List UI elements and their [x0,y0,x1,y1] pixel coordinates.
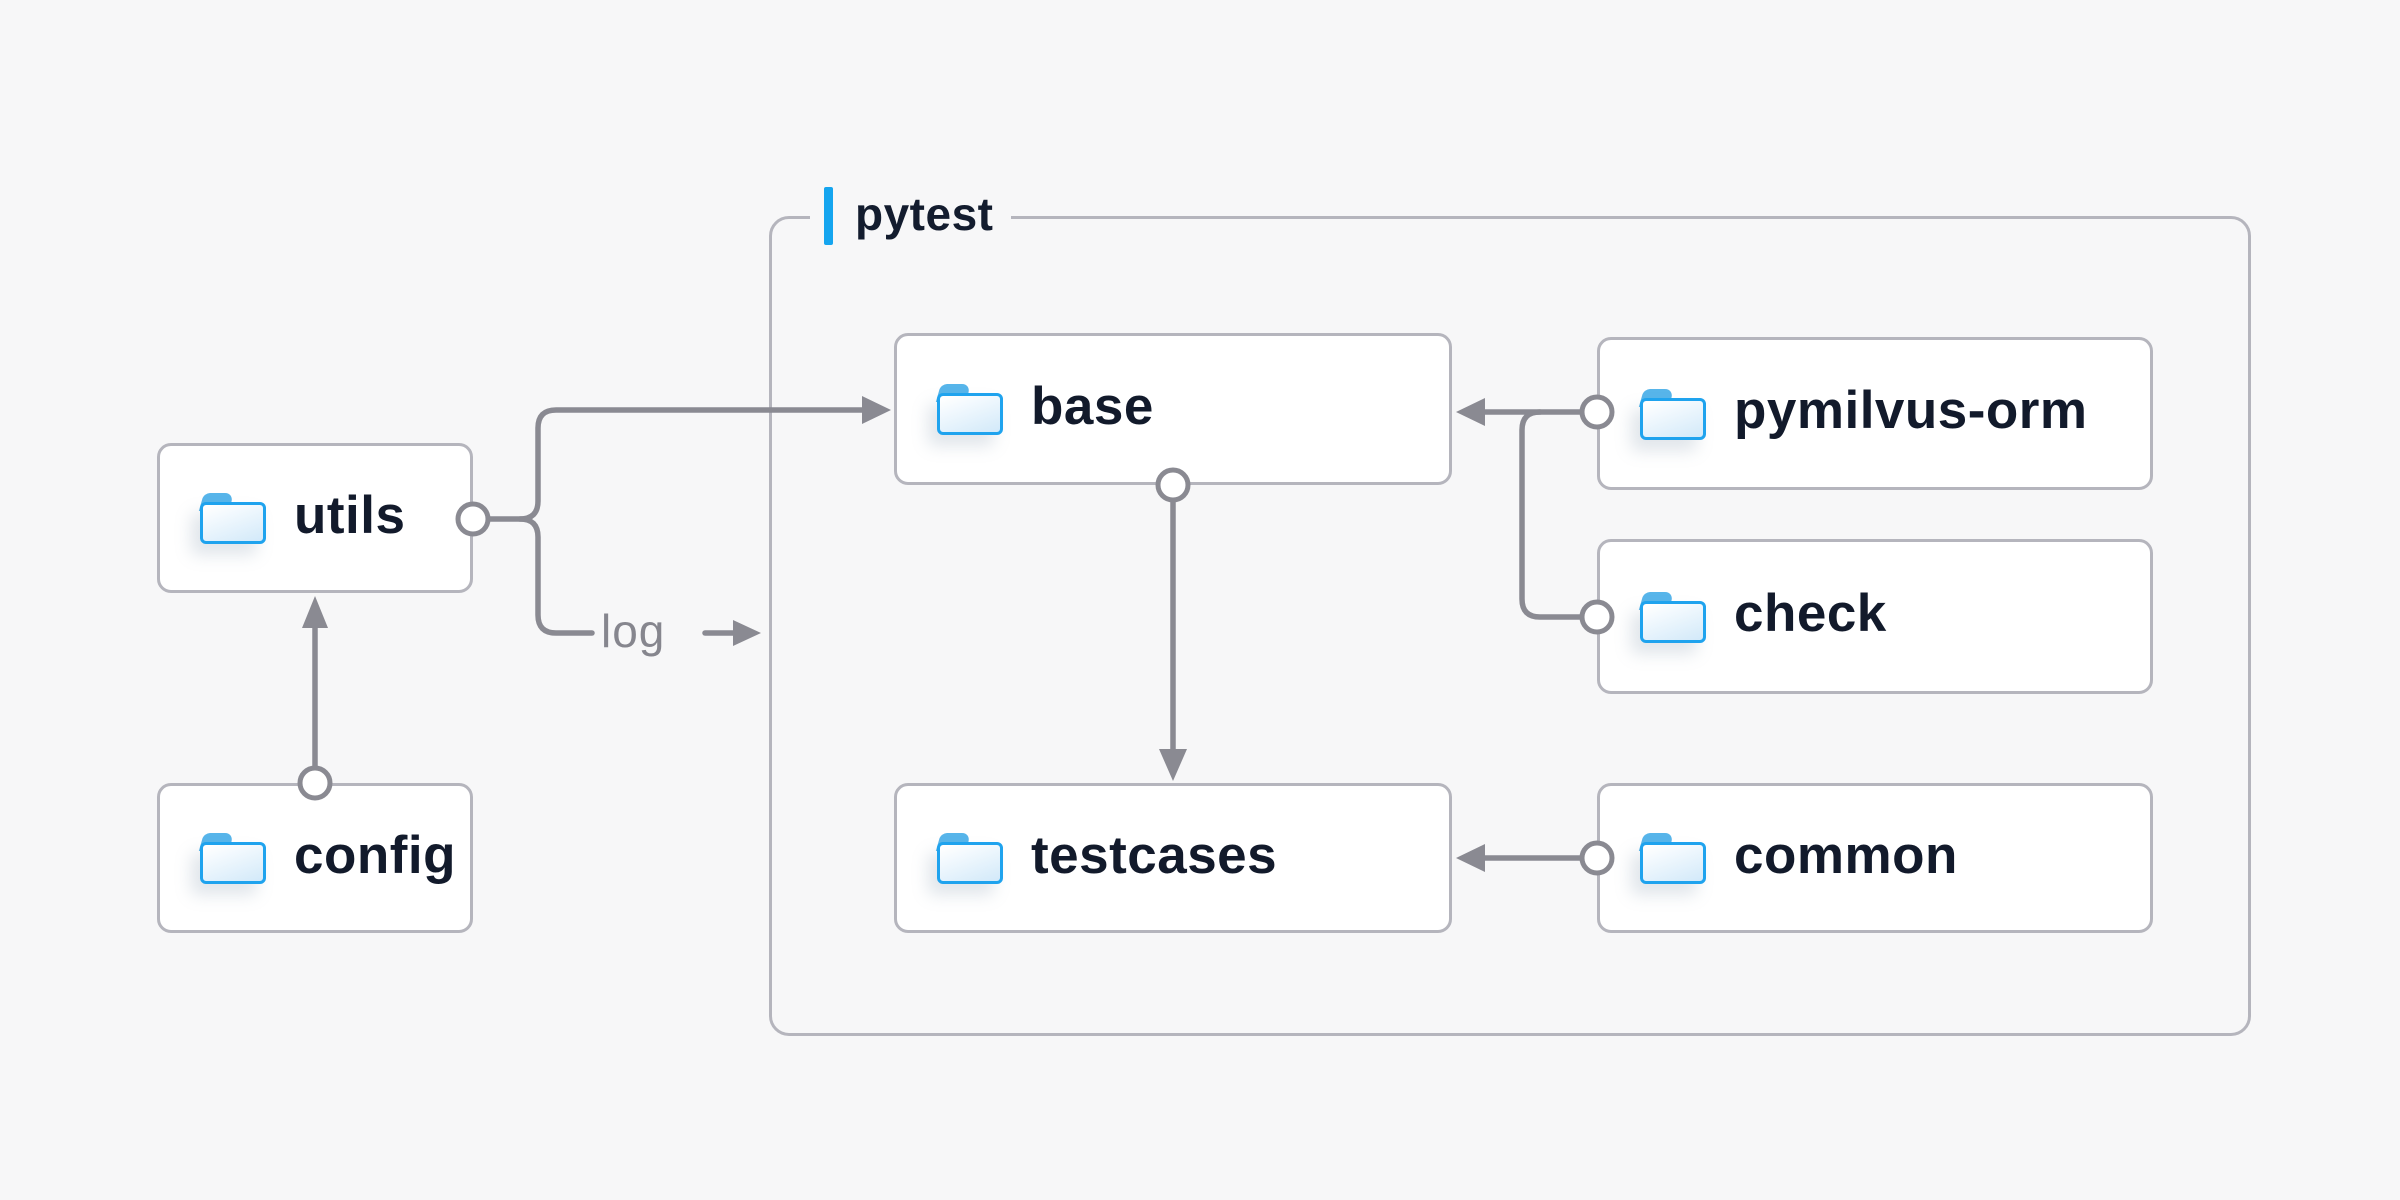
arrowhead-right [862,396,891,424]
edge-utils-log [455,501,761,646]
node-label: testcases [1031,825,1278,885]
connector-dot [455,501,491,537]
node-utils: utils [157,443,473,593]
folder-icon [935,832,1003,884]
folder-icon [1638,388,1706,440]
connector-dot [1155,467,1191,503]
edge-utils-base [487,396,891,522]
arrowhead-left [1456,398,1485,426]
arrowhead-down [1159,749,1187,781]
node-label: check [1734,584,1887,643]
arrowhead-left [1456,844,1485,872]
node-pymilvus-orm: pymilvus-orm [1597,337,2153,490]
pytest-group-border [769,216,2251,1036]
edge-config-utils [297,596,333,801]
edge-pymilvus-check-base [1456,394,1615,635]
node-label: common [1734,825,1958,885]
node-config: config [157,783,473,933]
folder-icon [198,832,266,884]
edge-common-testcases [1456,840,1615,876]
edge-base-testcases [1155,467,1191,781]
node-label: base [1031,376,1154,436]
folder-icon [1638,591,1706,643]
folder-icon [1638,832,1706,884]
node-label: pymilvus-orm [1734,381,2088,440]
connector-dot [1579,840,1615,876]
connector-dot [297,765,333,801]
node-testcases: testcases [894,783,1452,933]
node-label: utils [294,485,406,545]
connector-dot [1579,599,1615,635]
node-base: base [894,333,1452,485]
folder-icon [935,383,1003,435]
connector-dot [1579,394,1615,430]
accent-bar [824,187,833,245]
arrowhead-up [302,596,328,628]
pytest-group-title: pytest [855,188,994,240]
edge-label-log: log [601,605,666,658]
pytest-group-label: pytest [810,186,1012,246]
node-common: common [1597,783,2153,933]
folder-icon [198,492,266,544]
arrowhead-right [733,620,761,646]
node-label: config [294,825,456,885]
node-check: check [1597,539,2153,694]
